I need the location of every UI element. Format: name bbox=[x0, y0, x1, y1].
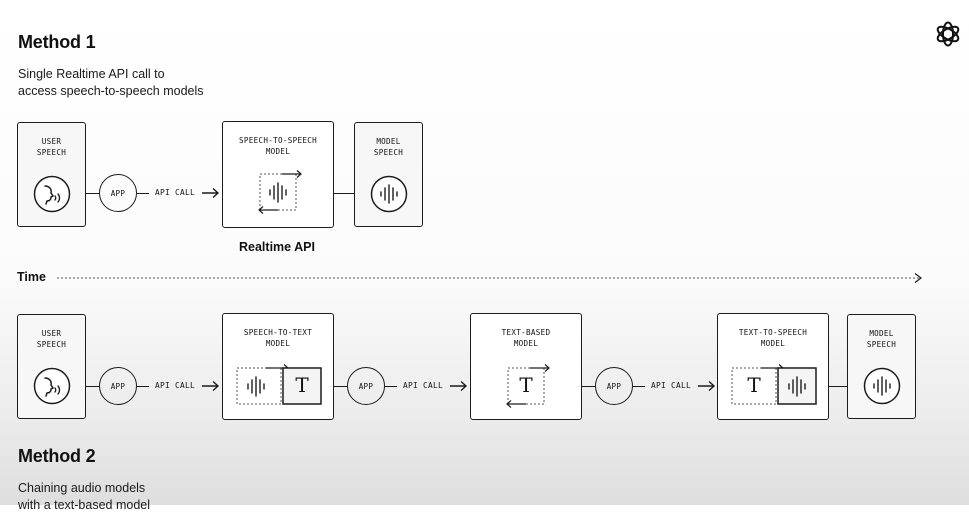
m1-api-call-arrow bbox=[202, 187, 220, 199]
m2-text-based-box: TEXT-BASED MODEL T bbox=[470, 313, 582, 420]
m1-model-speech-box: MODEL SPEECH bbox=[354, 122, 423, 227]
m2-model-speech-label: MODEL SPEECH bbox=[866, 329, 897, 349]
m2-model-speech-box: MODEL SPEECH bbox=[847, 314, 916, 419]
m2-connector-6 bbox=[633, 386, 645, 387]
m2-app-circle-1: APP bbox=[99, 367, 137, 405]
m2-text-process-icon bbox=[506, 364, 550, 408]
audio-waveform-icon bbox=[370, 175, 408, 213]
m2-app-circle-3: APP bbox=[595, 367, 633, 405]
openai-logo-icon bbox=[936, 21, 960, 47]
m2-tts-process-icon bbox=[731, 364, 817, 405]
m1-s2s-process-icon bbox=[258, 170, 302, 214]
method1-description-line2: access speech-to-speech models bbox=[18, 84, 204, 98]
method2-description: Chaining audio models with a text-based … bbox=[18, 480, 150, 514]
method1-title: Method 1 bbox=[18, 32, 96, 52]
m1-app-circle: APP bbox=[99, 174, 137, 212]
m2-text-to-speech-box: TEXT-TO-SPEECH MODEL T bbox=[717, 313, 829, 420]
m2-text-based-label: TEXT-BASED MODEL bbox=[501, 328, 551, 348]
m1-user-speech-box: USER SPEECH bbox=[17, 122, 86, 227]
m2-connector-1 bbox=[86, 386, 100, 387]
method1-description: Single Realtime API call to access speec… bbox=[18, 66, 204, 100]
m2-api-call-arrow-1 bbox=[202, 380, 220, 392]
m2-api-call-label-1: API CALL bbox=[155, 381, 195, 390]
m2-api-call-arrow-2 bbox=[450, 380, 468, 392]
m2-speech-to-text-box: SPEECH-TO-TEXT MODEL T bbox=[222, 313, 334, 420]
m1-api-call-label: API CALL bbox=[155, 188, 195, 197]
time-label: Time bbox=[17, 270, 46, 284]
audio-waveform-icon bbox=[863, 367, 901, 405]
m2-tts-text-glyph: T bbox=[747, 373, 761, 397]
m2-app-label-3: APP bbox=[606, 381, 622, 391]
m2-api-call-label-3: API CALL bbox=[651, 381, 691, 390]
speaking-head-icon bbox=[33, 367, 71, 405]
m2-api-call-arrow-3 bbox=[698, 380, 716, 392]
m2-app-label-1: APP bbox=[110, 381, 126, 391]
m2-connector-7 bbox=[829, 386, 848, 387]
m2-user-speech-box: USER SPEECH bbox=[17, 314, 86, 419]
m1-model-speech-label: MODEL SPEECH bbox=[373, 137, 404, 157]
method1-description-line1: Single Realtime API call to bbox=[18, 67, 165, 81]
m1-speech-to-speech-box: SPEECH-TO-SPEECH MODEL bbox=[222, 121, 334, 228]
m2-stt-text-glyph: T bbox=[295, 373, 309, 397]
method2-title: Method 2 bbox=[18, 446, 96, 466]
m2-connector-3 bbox=[334, 386, 348, 387]
m2-connector-4 bbox=[385, 386, 397, 387]
m2-speech-to-text-label: SPEECH-TO-TEXT MODEL bbox=[243, 328, 313, 348]
m2-api-call-label-2: API CALL bbox=[403, 381, 443, 390]
m1-app-label: APP bbox=[110, 188, 126, 198]
speaking-head-icon bbox=[33, 175, 71, 213]
method2-description-line2: with a text-based model bbox=[18, 498, 151, 512]
method2-description-line1: Chaining audio models bbox=[18, 481, 146, 495]
m2-connector-5 bbox=[582, 386, 596, 387]
m1-connector-3 bbox=[334, 193, 355, 194]
m2-text-model-glyph: T bbox=[519, 373, 533, 397]
m2-app-label-2: APP bbox=[358, 381, 374, 391]
m1-user-speech-label: USER SPEECH bbox=[36, 137, 67, 157]
m2-text-to-speech-label: TEXT-TO-SPEECH MODEL bbox=[738, 328, 808, 348]
m2-connector-2 bbox=[137, 386, 149, 387]
m2-app-circle-2: APP bbox=[347, 367, 385, 405]
m1-speech-to-speech-label: SPEECH-TO-SPEECH MODEL bbox=[239, 136, 317, 156]
m1-connector-2 bbox=[137, 193, 149, 194]
realtime-api-label: Realtime API bbox=[239, 240, 315, 254]
m2-stt-process-icon bbox=[236, 364, 322, 405]
m1-connector-1 bbox=[86, 193, 100, 194]
time-axis bbox=[57, 273, 922, 283]
m2-user-speech-label: USER SPEECH bbox=[36, 329, 67, 349]
